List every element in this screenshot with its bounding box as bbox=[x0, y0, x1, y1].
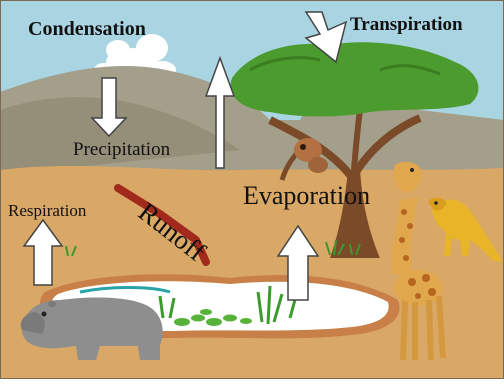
respiration-label: Respiration bbox=[8, 202, 86, 219]
transpiration-label: Transpiration bbox=[350, 15, 463, 34]
precipitation-label: Precipitation bbox=[73, 140, 170, 159]
evaporation-label: Evaporation bbox=[243, 183, 370, 209]
condensation-label: Condensation bbox=[28, 19, 146, 39]
